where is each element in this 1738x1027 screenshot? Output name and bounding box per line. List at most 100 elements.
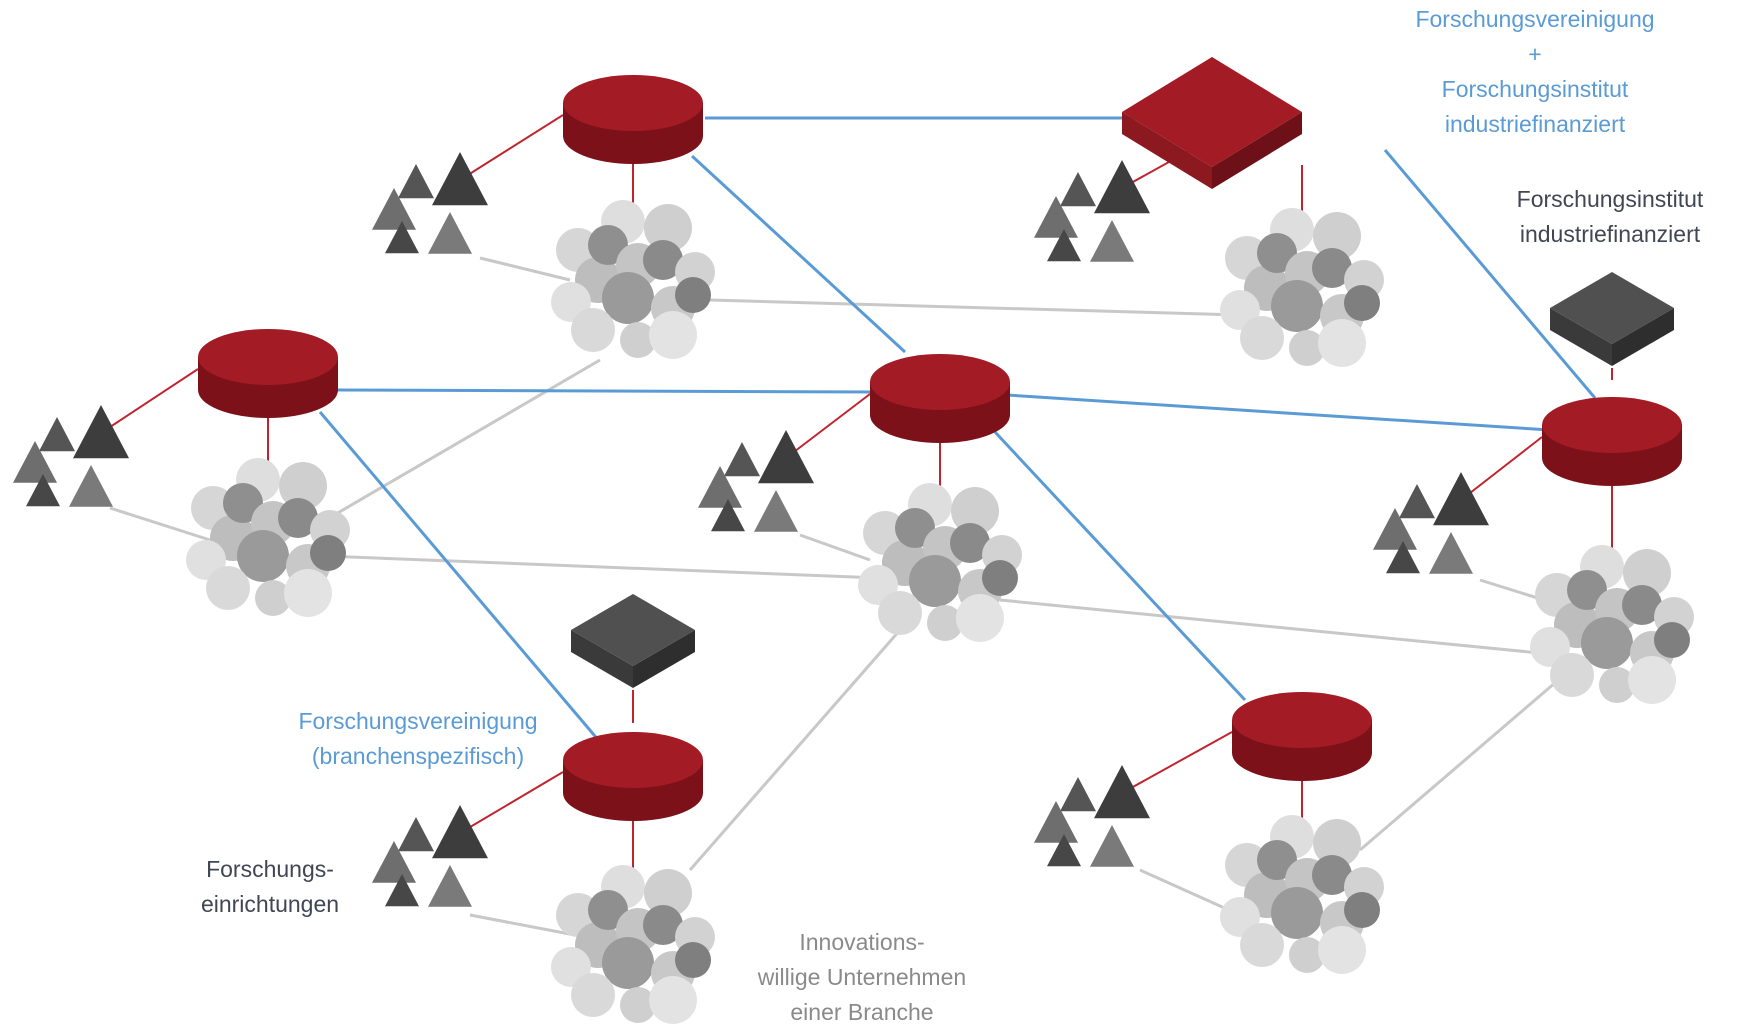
red-box-left <box>1122 112 1212 189</box>
company-circle <box>649 976 697 1024</box>
company-circle <box>223 483 263 523</box>
institute-box-right <box>1612 308 1674 366</box>
association-link <box>1383 149 1597 399</box>
triangle-mark <box>1047 834 1081 867</box>
triangle-mark <box>73 405 129 459</box>
red-box-right <box>1212 112 1302 189</box>
facility-link <box>1460 436 1543 501</box>
triangle-mark <box>432 805 488 859</box>
triangle-mark <box>398 164 434 199</box>
triangle-mark <box>13 441 57 483</box>
company-circle <box>588 890 628 930</box>
institute-box-left <box>571 630 633 688</box>
label-line: + <box>1528 41 1542 67</box>
triangle-mark <box>69 465 113 507</box>
triangle-mark <box>698 466 742 508</box>
research-facilities <box>13 152 1489 907</box>
association-link <box>336 388 877 394</box>
label-vereinigung-plus-institut: Forschungsvereinigung + Forschungsinstit… <box>1385 2 1685 142</box>
company-link <box>1359 668 1571 852</box>
company-link <box>688 629 902 871</box>
company-circle <box>279 462 327 510</box>
company-circle <box>675 277 711 313</box>
cylinder-top <box>870 354 1010 410</box>
triangle-mark <box>724 442 760 477</box>
institute-box-top <box>571 594 695 666</box>
cylinder-top <box>1542 397 1682 453</box>
company-circle <box>1240 316 1284 360</box>
company-circle <box>278 498 318 538</box>
company-circle <box>927 605 963 641</box>
company-circle <box>1318 926 1366 974</box>
label-line: (branchenspezifisch) <box>311 743 525 769</box>
triangle-mark <box>1386 541 1420 574</box>
company-circle <box>1240 923 1284 967</box>
triangle-mark <box>39 417 75 452</box>
association-link <box>1006 393 1551 432</box>
cylinder-top <box>1232 692 1372 748</box>
label-line: industriefinanziert <box>1519 221 1701 247</box>
label-line: Forschungsvereinigung <box>1415 6 1655 32</box>
label-line: einer Branche <box>790 999 934 1025</box>
company-circle <box>620 322 656 358</box>
company-link <box>999 598 1561 657</box>
company-link <box>469 913 576 937</box>
cylinder-top <box>563 732 703 788</box>
triangle-mark <box>385 874 419 907</box>
company-link <box>109 506 211 542</box>
triangle-mark <box>1034 801 1078 843</box>
triangle-mark <box>1047 229 1081 262</box>
company-circle <box>1313 212 1361 260</box>
company-circle <box>1550 653 1594 697</box>
red-box-top <box>1122 57 1302 167</box>
triangle-mark <box>754 490 798 532</box>
triangle-mark <box>1429 532 1473 574</box>
company-circle <box>951 487 999 535</box>
company-link <box>479 256 571 282</box>
company-link <box>299 553 881 580</box>
institute-box-left <box>1550 308 1612 366</box>
triangle-mark <box>428 865 472 907</box>
association-link <box>690 154 907 354</box>
company-circle <box>1257 233 1297 273</box>
triangle-mark <box>428 212 472 254</box>
facility-link <box>459 114 564 181</box>
company-link <box>299 358 601 537</box>
triangle-mark <box>1090 825 1134 867</box>
label-line: willige Unternehmen <box>757 964 967 990</box>
company-circle <box>1289 937 1325 973</box>
company-circle <box>644 869 692 917</box>
facility-link <box>785 393 871 459</box>
company-circle <box>206 566 250 610</box>
label-line: einrichtungen <box>200 891 340 917</box>
label-institut-industriefinanziert: Forschungsinstitut industriefinanziert <box>1490 182 1730 252</box>
company-circle <box>675 942 711 978</box>
triangle-mark <box>1433 472 1489 526</box>
institute-box-right <box>633 630 695 688</box>
company-circle <box>1318 319 1366 367</box>
triangle-mark <box>385 221 419 254</box>
company-circle <box>895 508 935 548</box>
company-circle <box>602 272 654 324</box>
company-circle <box>950 523 990 563</box>
company-circle <box>1257 840 1297 880</box>
association-links <box>318 116 1597 743</box>
facility-links <box>100 114 1613 877</box>
triangle-mark <box>1090 220 1134 262</box>
company-circle <box>1567 570 1607 610</box>
company-link <box>799 533 871 562</box>
company-circle <box>643 240 683 280</box>
label-line: Innovations- <box>799 929 925 955</box>
triangle-mark <box>1034 196 1078 238</box>
company-circle <box>255 580 291 616</box>
association-nodes <box>198 57 1682 821</box>
institute-box-top <box>1550 272 1674 344</box>
company-circle <box>1599 667 1635 703</box>
cylinder-top <box>563 75 703 131</box>
company-circle <box>909 555 961 607</box>
triangle-mark <box>1094 765 1150 819</box>
triangle-mark <box>1373 508 1417 550</box>
association-link <box>318 411 602 743</box>
